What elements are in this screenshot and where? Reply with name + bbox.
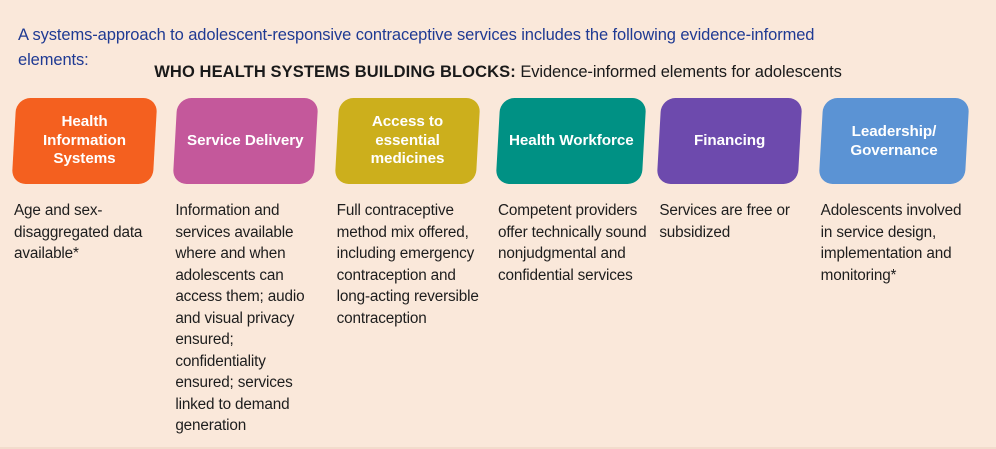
block-description: Age and sex-disaggregated data available… xyxy=(14,202,143,262)
page-title-strong: WHO HEALTH SYSTEMS BUILDING BLOCKS: xyxy=(154,63,516,81)
block-label: Access to essential medicines xyxy=(370,113,445,168)
block-description: Full contraceptive method mix offered, i… xyxy=(336,202,479,327)
block-description: Information and services available where… xyxy=(175,202,305,434)
column-service-delivery: Service Delivery Information and service… xyxy=(172,98,336,437)
block-label: Leadership/ Governance xyxy=(849,122,938,159)
building-blocks-row: Health Information Systems Age and sex-d… xyxy=(11,98,982,437)
block-access-to-essential-medicines[interactable]: Access to essential medicines xyxy=(334,98,481,184)
block-label: Health Workforce xyxy=(508,131,634,149)
block-financing[interactable]: Financing xyxy=(656,98,803,184)
block-leadership-governance[interactable]: Leadership/ Governance xyxy=(818,98,970,184)
block-label: Service Delivery xyxy=(187,131,305,149)
block-description: Adolescents involved in service design, … xyxy=(820,202,962,284)
page-title-rest: Evidence-informed elements for adolescen… xyxy=(515,63,842,81)
column-financing: Financing Services are free or subsidize… xyxy=(656,98,820,243)
block-label: Health Information Systems xyxy=(43,113,126,168)
column-health-information-systems: Health Information Systems Age and sex-d… xyxy=(11,98,175,265)
column-health-workforce: Health Workforce Competent providers off… xyxy=(495,98,659,286)
block-description: Competent providers offer technically so… xyxy=(497,202,647,284)
block-description: Services are free or subsidized xyxy=(659,202,790,241)
intro-paragraph: A systems-approach to adolescent-respons… xyxy=(18,25,815,69)
column-leadership-governance: Leadership/ Governance Adolescents invol… xyxy=(818,98,982,286)
block-service-delivery[interactable]: Service Delivery xyxy=(172,98,319,184)
column-access-to-essential-medicines: Access to essential medicines Full contr… xyxy=(334,98,498,329)
page-title: WHO HEALTH SYSTEMS BUILDING BLOCKS: Evid… xyxy=(0,61,996,83)
block-health-information-systems[interactable]: Health Information Systems xyxy=(11,98,158,184)
block-health-workforce[interactable]: Health Workforce xyxy=(495,98,647,184)
block-label: Financing xyxy=(694,131,766,149)
